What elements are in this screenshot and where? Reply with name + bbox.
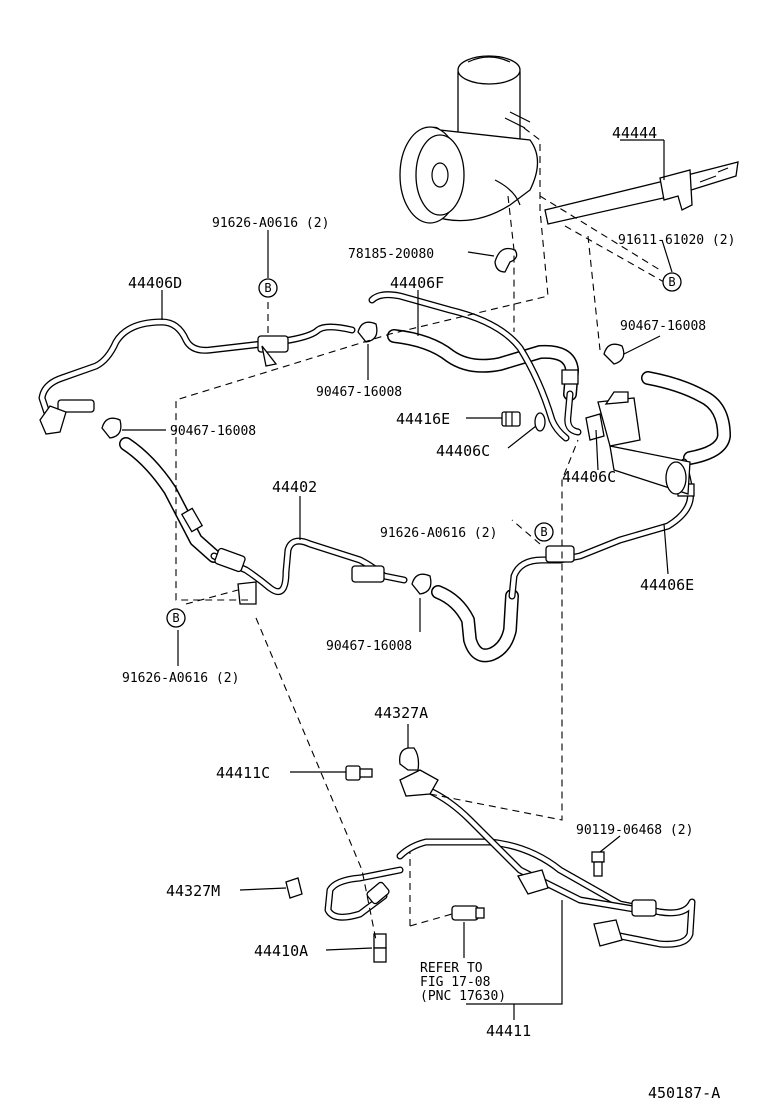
label-44406F: 44406F — [390, 274, 444, 292]
label-91626-mid: 91626-A0616 (2) — [380, 526, 497, 541]
gasket-44406C — [534, 412, 546, 432]
clamp-90467-mid — [357, 321, 378, 343]
label-44327M: 44327M — [166, 882, 220, 900]
label-44402: 44402 — [272, 478, 317, 496]
leader-lines — [122, 139, 673, 1020]
figure-id: 450187-A — [648, 1084, 720, 1102]
label-refer-line3: (PNC 17630) — [420, 989, 506, 1004]
svg-text:B: B — [264, 281, 271, 295]
label-44406C-b: 44406C — [562, 468, 616, 486]
callout-b-left: B — [166, 608, 186, 628]
label-91626-top: 91626-A0616 (2) — [212, 216, 329, 231]
label-refer-line2: FIG 17-08 — [420, 975, 490, 990]
label-91626-bottom: 91626-A0616 (2) — [122, 671, 239, 686]
label-90467-mid: 90467-16008 — [316, 385, 402, 400]
power-steering-pump — [399, 55, 539, 224]
label-44406E: 44406E — [640, 576, 694, 594]
label-44411: 44411 — [486, 1022, 531, 1040]
callout-b-top: B — [258, 278, 278, 298]
bolt-44411C — [345, 765, 373, 781]
label-44444: 44444 — [612, 124, 657, 142]
cooler-pipe-44411 — [324, 769, 696, 948]
label-90119: 90119-06468 (2) — [576, 823, 693, 838]
pressure-hose — [119, 437, 221, 563]
steering-gear-valve — [585, 391, 691, 495]
dashed-guides — [175, 127, 665, 941]
return-pipe — [368, 291, 570, 442]
clamp-90467-right — [603, 343, 625, 365]
label-90467-low: 90467-16008 — [326, 639, 412, 654]
clip-78185 — [494, 247, 518, 273]
pipe-44402 — [210, 537, 408, 605]
label-90467-left: 90467-16008 — [170, 424, 256, 439]
bolt-44410A — [373, 933, 387, 963]
bracket-44444 — [544, 161, 739, 225]
label-44411C: 44411C — [216, 764, 270, 782]
label-44416E: 44416E — [396, 410, 450, 428]
label-refer-line1: REFER TO — [420, 961, 483, 976]
label-78185: 78185-20080 — [348, 247, 434, 262]
union-bolt-44416E — [501, 411, 521, 427]
callout-b-right: B — [662, 272, 682, 292]
clip-44327M — [285, 877, 303, 899]
bolt-90119 — [591, 851, 605, 877]
label-90467-right: 90467-16008 — [620, 319, 706, 334]
svg-text:B: B — [172, 611, 179, 625]
label-44406C-a: 44406C — [436, 442, 490, 460]
svg-text:B: B — [540, 525, 547, 539]
clamp-90467-low — [411, 573, 432, 595]
label-44406D: 44406D — [128, 274, 182, 292]
svg-text:B: B — [668, 275, 675, 289]
hose-44406F — [387, 329, 582, 436]
callout-b-mid: B — [534, 522, 554, 542]
pipe-44406D — [38, 318, 356, 435]
label-44327A: 44327A — [374, 704, 428, 722]
label-91611: 91611-61020 (2) — [618, 233, 735, 248]
return-hose-lower — [431, 545, 575, 663]
label-44410A: 44410A — [254, 942, 308, 960]
clamp-90467-left — [101, 417, 122, 439]
pressure-switch — [451, 905, 485, 921]
clip-44327A — [399, 747, 420, 771]
